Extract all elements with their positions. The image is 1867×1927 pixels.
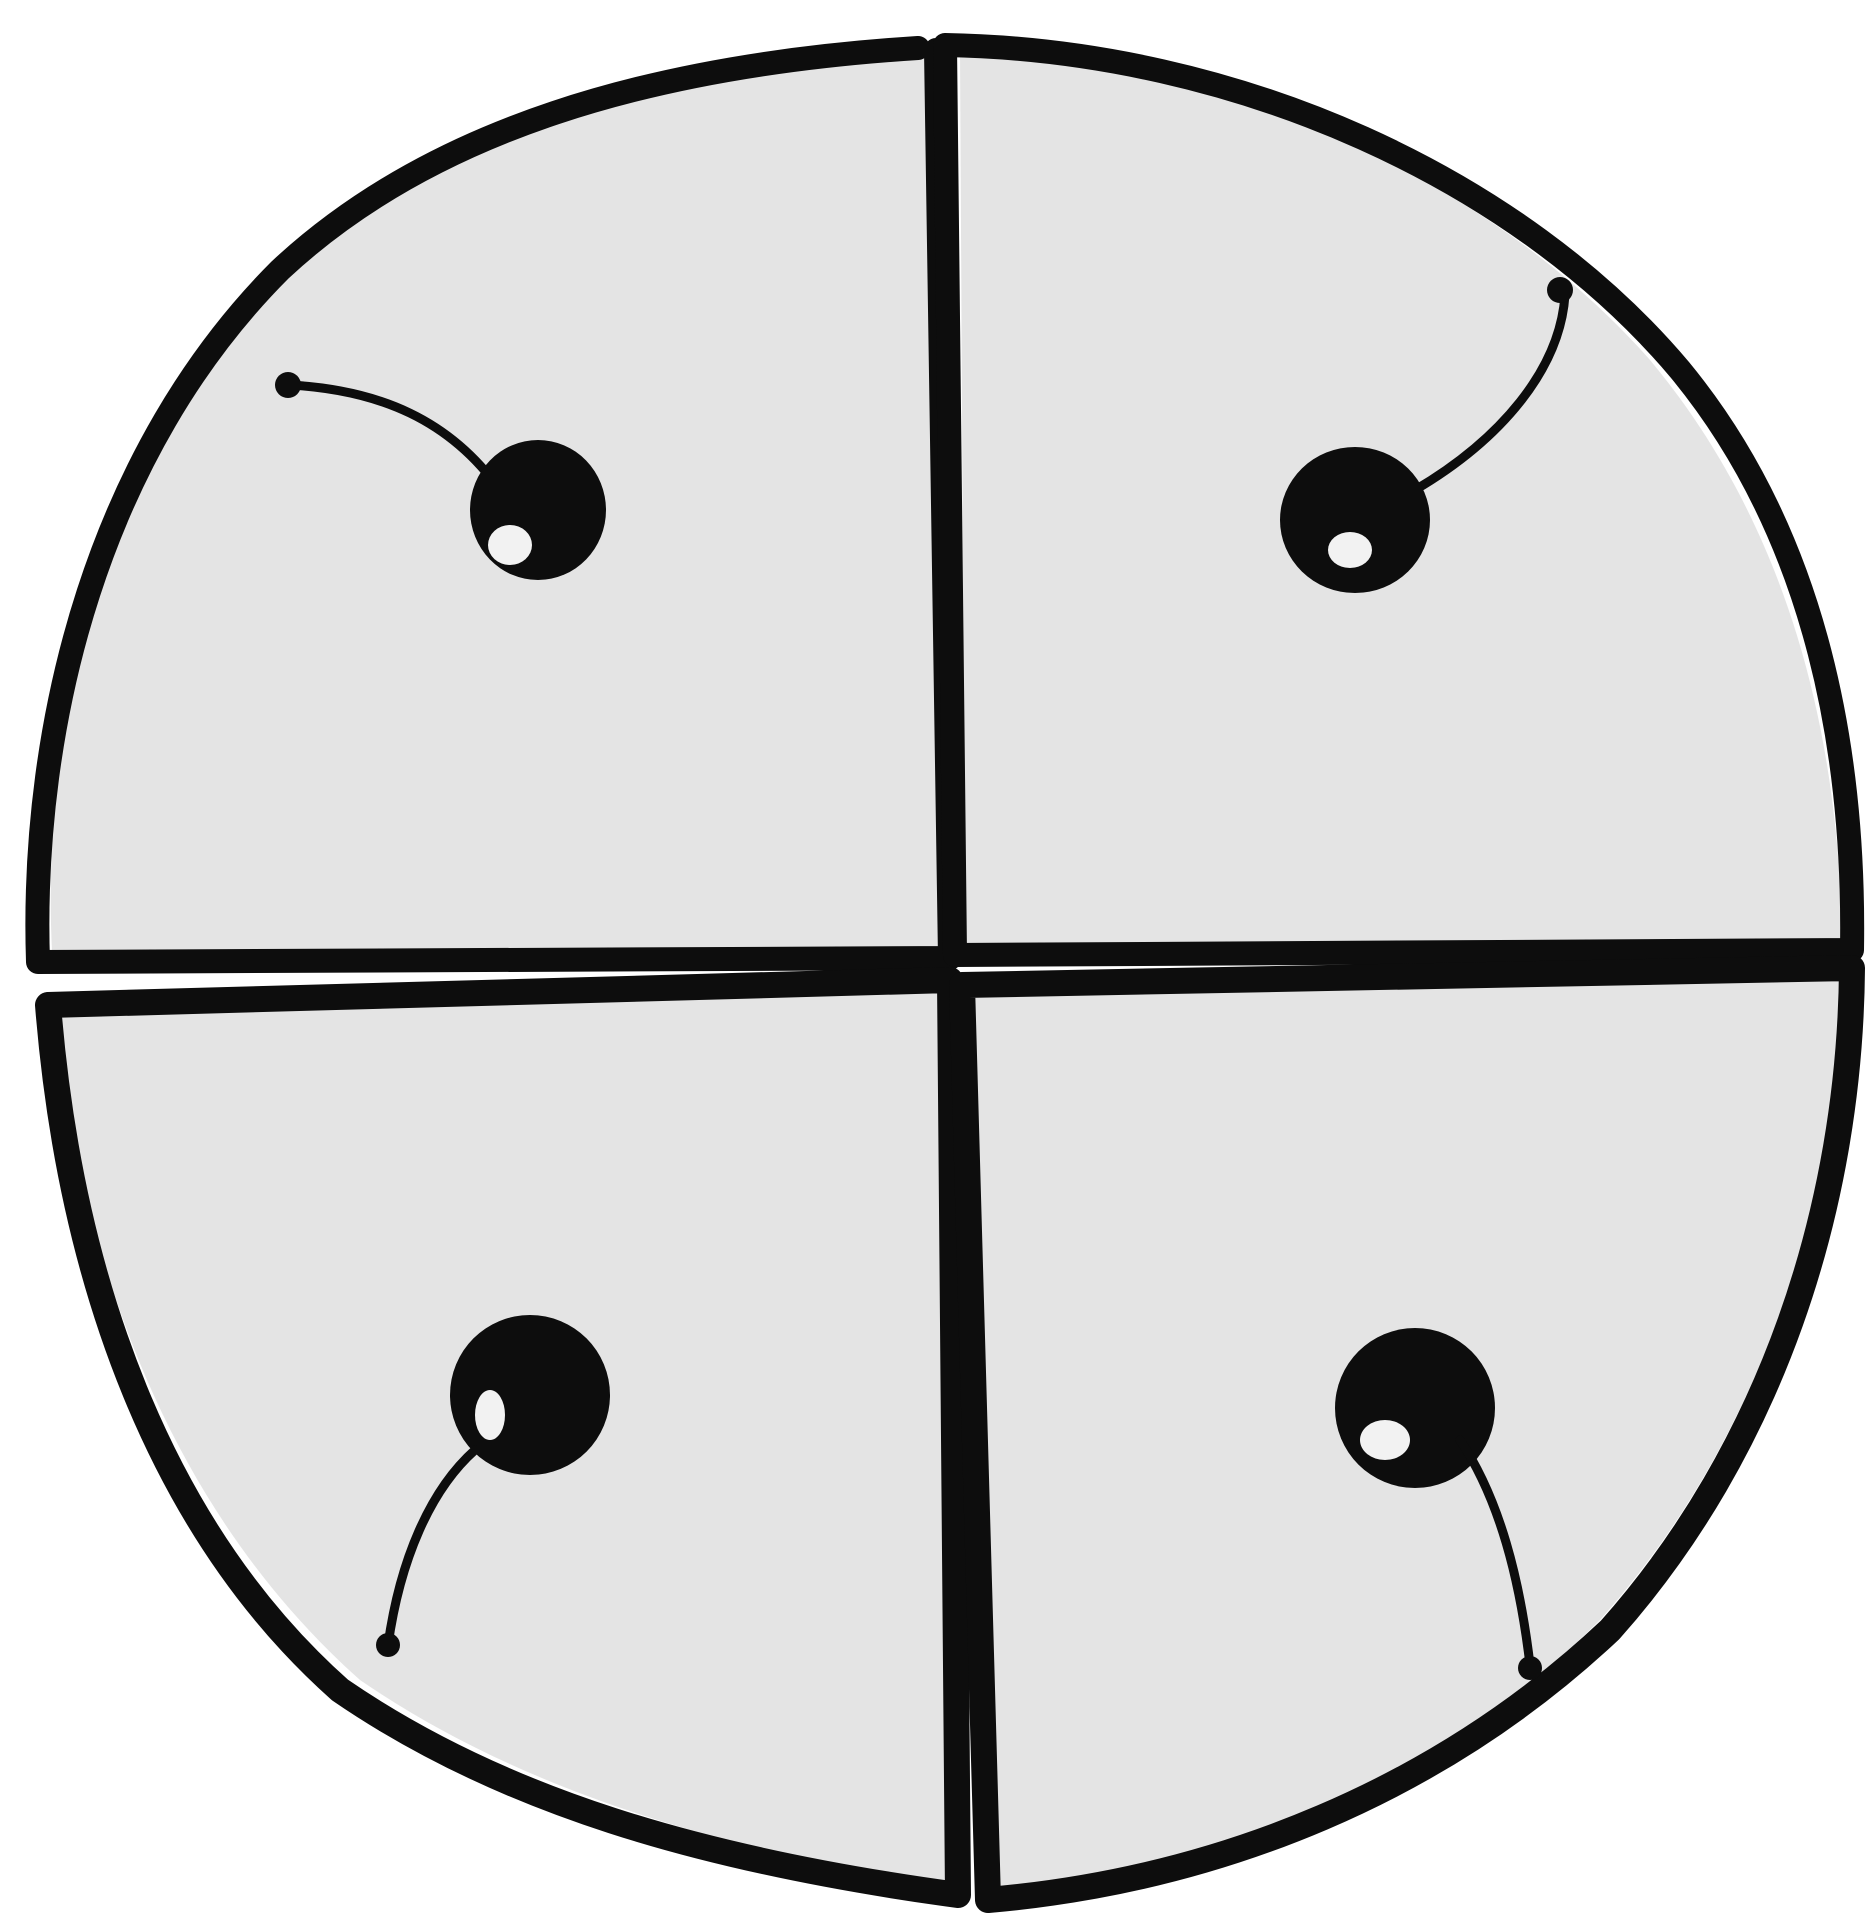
cherry-highlight-bottom-left xyxy=(475,1390,505,1440)
cherry-stem-tip-top-right xyxy=(1547,277,1573,303)
cherry-highlight-bottom-right xyxy=(1360,1420,1410,1460)
cherry-body-top-right xyxy=(1280,447,1430,593)
cherry-stem-tip-bottom-right xyxy=(1518,1656,1542,1680)
cherry-body-top-left xyxy=(470,440,606,580)
cherry-stem-tip-bottom-left xyxy=(376,1633,400,1657)
cherry-highlight-top-right xyxy=(1328,532,1372,568)
cherry-highlight-top-left xyxy=(488,525,532,565)
cherry-stem-tip-top-left xyxy=(275,372,301,398)
